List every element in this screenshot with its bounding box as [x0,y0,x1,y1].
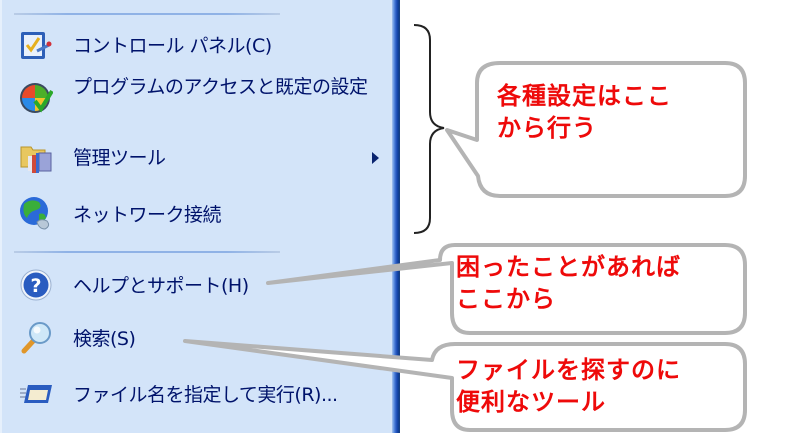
callout-line: 困ったことがあれば [456,253,681,281]
menu-item-label: 検索(S) [73,328,136,350]
menu-separator-bottom [14,251,280,253]
submenu-arrow-icon [372,152,379,164]
brace-shape [413,24,445,234]
search-icon [21,322,51,354]
menu-item-program-access[interactable]: プログラムのアクセスと既定の設定 [2,70,387,126]
control-panel-icon [21,32,52,59]
menu-item-label: 管理ツール [73,147,166,169]
help-icon: ? [20,269,52,301]
callout-help-text: 困ったことがあれば ここから [456,251,681,315]
menu-item-admin-tools[interactable]: 管理ツール [2,138,387,178]
menu-item-help-and-support[interactable]: ? ヘルプとサポート(H) [2,264,387,308]
callout-settings-text: 各種設定はここ から行う [497,80,672,144]
callout-line: から行う [497,114,597,142]
menu-item-label: ネットワーク接続 [73,204,222,226]
start-menu-border [392,0,400,433]
callout-line: ファイルを探すのに [456,356,681,384]
menu-item-label: コントロール パネル(C) [73,35,272,57]
menu-item-control-panel[interactable]: コントロール パネル(C) [2,26,387,66]
callout-line: ここから [456,285,556,313]
menu-separator-top [14,13,280,15]
menu-item-search[interactable]: 検索(S) [2,316,387,362]
run-icon [20,385,52,403]
start-menu-right-pane: コントロール パネル(C) プログラムのアクセスと既定の設定 管理ツール [0,0,392,433]
callout-search-text: ファイルを探すのに 便利なツール [456,354,681,418]
svg-text:?: ? [30,275,41,297]
callout-line: 各種設定はここ [497,82,672,110]
admin-tools-icon [20,146,52,173]
program-access-icon [20,83,53,113]
menu-item-label: ヘルプとサポート(H) [73,275,249,297]
menu-item-network-connections[interactable]: ネットワーク接続 [2,192,387,236]
callout-line: 便利なツール [456,388,606,416]
network-connections-icon [20,197,50,230]
menu-item-label: ファイル名を指定して実行(R)... [73,384,338,406]
menu-item-label: プログラムのアクセスと既定の設定 [73,76,368,98]
menu-item-run[interactable]: ファイル名を指定して実行(R)... [2,372,387,416]
